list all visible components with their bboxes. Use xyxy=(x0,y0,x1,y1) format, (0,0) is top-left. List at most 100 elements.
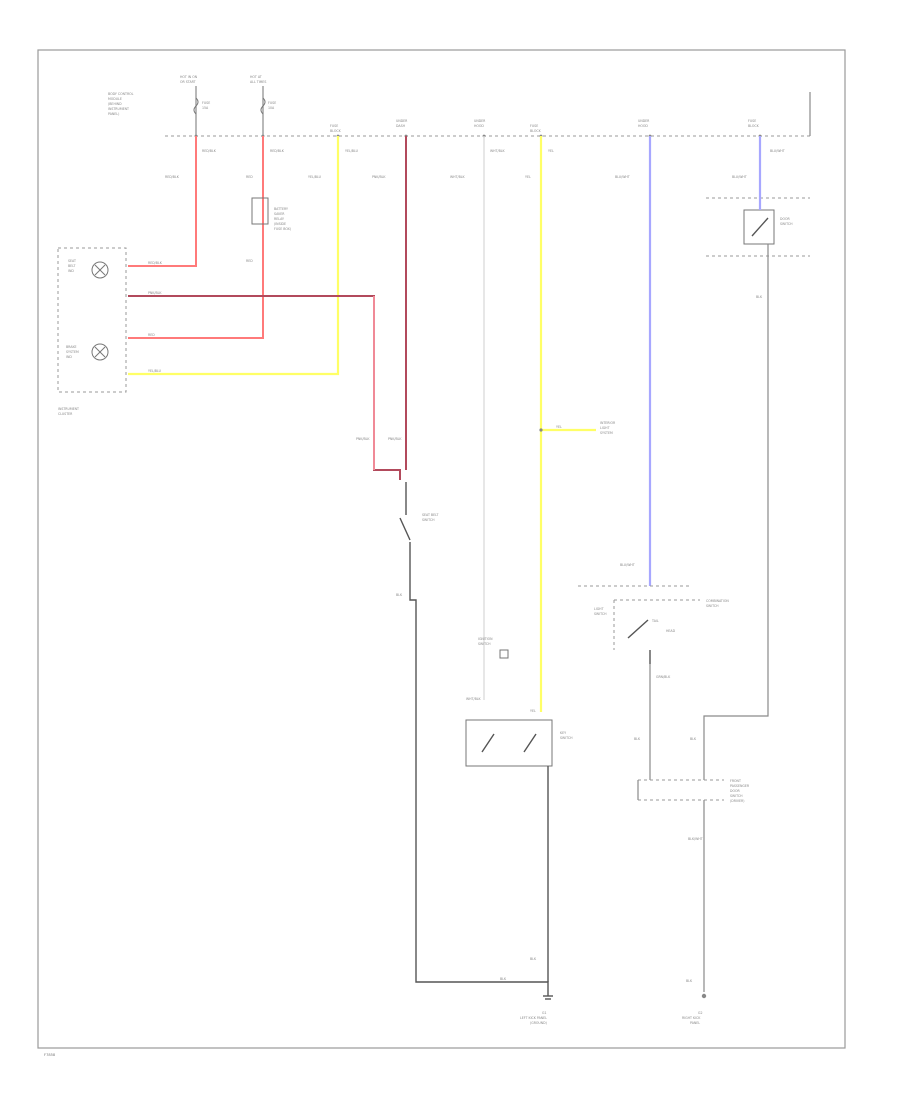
cluster-label-l2: CLUSTER xyxy=(58,412,73,416)
front-door-l4: SWITCH xyxy=(730,794,743,798)
interior-light-l3: SYSTEM xyxy=(600,431,613,435)
fuse2-label-l1: HOT AT xyxy=(250,75,262,79)
bus5-label-l1: UNDER xyxy=(638,119,650,123)
bus1-label-l2: BLOCK xyxy=(330,129,342,133)
key-cylinder-symbol xyxy=(499,649,509,659)
light-pos-head: HEAD xyxy=(666,629,676,633)
relay-label-l4: (INSIDE xyxy=(274,222,286,226)
cluster-tag-yel-blu: YEL/BLU xyxy=(148,369,162,373)
bus3-label-l2: HOOD xyxy=(474,124,484,128)
tag-blk-7: BLK xyxy=(686,979,693,983)
tag-yel-4: YEL xyxy=(530,709,536,713)
bus2-label-l2: DASH xyxy=(396,124,406,128)
relay-label-l2: SAVER xyxy=(274,212,285,216)
light-pos-tail: TAIL xyxy=(651,619,659,623)
tag-wht-blk-1: WHT/BLK xyxy=(490,149,506,153)
tag-yel-2: YEL xyxy=(525,175,531,179)
tag-red-blk-1: RED/BLK xyxy=(202,149,217,153)
tag-blu-wht-4: BLU/WHT xyxy=(620,563,635,567)
wire-yel-blu xyxy=(128,136,340,376)
tag-yel-blu-1: YEL/BLU xyxy=(345,149,359,153)
fuse1-label-l2: OR START xyxy=(180,80,196,84)
ground2-node xyxy=(701,993,707,999)
key-switch xyxy=(465,719,553,767)
key-switch-l1: KEY xyxy=(560,731,566,735)
tag-red-2: RED xyxy=(246,259,253,263)
key-switch-blade-1 xyxy=(481,733,495,753)
front-door-l2: PASSENGER xyxy=(730,784,750,788)
ground1-l2: LEFT KICK PANEL xyxy=(520,1016,547,1020)
cluster-label-l1: INSTRUMENT xyxy=(58,407,79,411)
relay-label-l5: FUSE BOX) xyxy=(274,227,291,231)
ground2-l3: PANEL xyxy=(690,1021,700,1025)
tag-blk-1: BLK xyxy=(396,593,403,597)
tag-red-blk-3: RED/BLK xyxy=(165,175,180,179)
light-sw-pos-l1: LIGHT xyxy=(594,607,604,611)
tag-pnk-blk-1: PNK/BLK xyxy=(372,175,386,179)
instrument-cluster xyxy=(57,247,127,393)
bus3-label-l1: UNDER xyxy=(474,119,486,123)
fuse2-rating-l2: 10A xyxy=(268,106,275,110)
front-door-l1: FRONT xyxy=(730,779,741,783)
door-switch-blade xyxy=(751,217,769,237)
brake-ind-l3: IND xyxy=(66,355,72,359)
wire-red-blk-b xyxy=(128,136,264,339)
ground2-l2: RIGHT KICK xyxy=(682,1016,701,1020)
light-sw-l1: COMBINATION xyxy=(706,599,729,603)
tag-grn-blk: GRN/BLK xyxy=(656,675,671,679)
tag-yel-blu-2: YEL/BLU xyxy=(308,175,322,179)
wire-door-out xyxy=(703,244,769,780)
tag-blk-5: BLK xyxy=(756,295,763,299)
seat-belt-ind-l3: IND xyxy=(68,269,74,273)
tag-blk-3: BLK xyxy=(530,957,537,961)
yel-junction xyxy=(539,428,543,432)
relay-label-l1: BATTERY xyxy=(274,207,288,211)
light-sw-pos-l2: SWITCH xyxy=(594,612,607,616)
ground1-l1: G1 xyxy=(542,1011,547,1015)
bcm-label-l4: INSTRUMENT xyxy=(108,107,129,111)
bcm-label-l5: PANEL) xyxy=(108,112,119,116)
fuse1-rating-l2: 15A xyxy=(202,106,209,110)
cluster-tag-pnk-blk: PNK/BLK xyxy=(148,291,162,295)
bcm-label-l3: (BEHIND xyxy=(108,102,122,106)
light-switch-blade xyxy=(627,619,649,639)
fuse2-label-l2: ALL TIMES xyxy=(250,80,266,84)
brake-indicator-bulb xyxy=(91,343,109,361)
interior-light-l2: LIGHT xyxy=(600,426,610,430)
bus5-label-l2: HOOD xyxy=(638,124,648,128)
footer-code: F7858 xyxy=(44,1053,56,1057)
bus2-label-l1: UNDER xyxy=(396,119,408,123)
seat-belt-switch-blade xyxy=(399,517,411,541)
door-switch-l2: SWITCH xyxy=(780,222,793,226)
bus6-label-l2: BLOCK xyxy=(748,124,760,128)
key-cyl-l2: SWITCH xyxy=(478,642,491,646)
bcm-label-l2: MODULE xyxy=(108,97,122,101)
front-door-l3: DOOR xyxy=(730,789,740,793)
tag-yel-1: YEL xyxy=(548,149,554,153)
key-switch-l2: SWITCH xyxy=(560,736,573,740)
tag-blk-wht: BLK/WHT xyxy=(688,837,703,841)
wire-red-blk-a xyxy=(128,136,197,267)
bulb1-filament-b xyxy=(94,264,106,276)
tag-pnk-blk-3: PNK/BLK xyxy=(388,437,402,441)
cluster-tag-red-blk: RED/BLK xyxy=(148,261,163,265)
seat-belt-ind-l1: SEAT xyxy=(68,259,76,263)
tag-wht-blk-3: WHT/BLK xyxy=(466,697,482,701)
fuse1-symbol xyxy=(193,97,199,115)
key-switch-blade-2 xyxy=(523,733,537,753)
bus4-label-l2: BLOCK xyxy=(530,129,542,133)
brake-ind-l2: SYSTEM xyxy=(66,350,79,354)
bcm-label-l1: BODY CONTROL xyxy=(108,92,134,96)
tag-blk-6: BLK xyxy=(690,737,697,741)
diagram-frame xyxy=(37,49,846,1049)
door-switch-l1: DOOR xyxy=(780,217,790,221)
cluster-tag-red: RED xyxy=(148,333,155,337)
bulb2-filament-b xyxy=(94,346,106,358)
seat-belt-sw-l2: SWITCH xyxy=(422,518,435,522)
relay-label-l3: RELAY xyxy=(274,217,284,221)
front-door-l5: (DRIVER) xyxy=(730,799,745,803)
wire-blk-left-ground xyxy=(409,542,549,990)
tag-red-blk-2: RED/BLK xyxy=(270,149,285,153)
fuse1-rating-l1: FUSE xyxy=(202,101,210,105)
seat-belt-ind-l2: BELT xyxy=(68,264,76,268)
